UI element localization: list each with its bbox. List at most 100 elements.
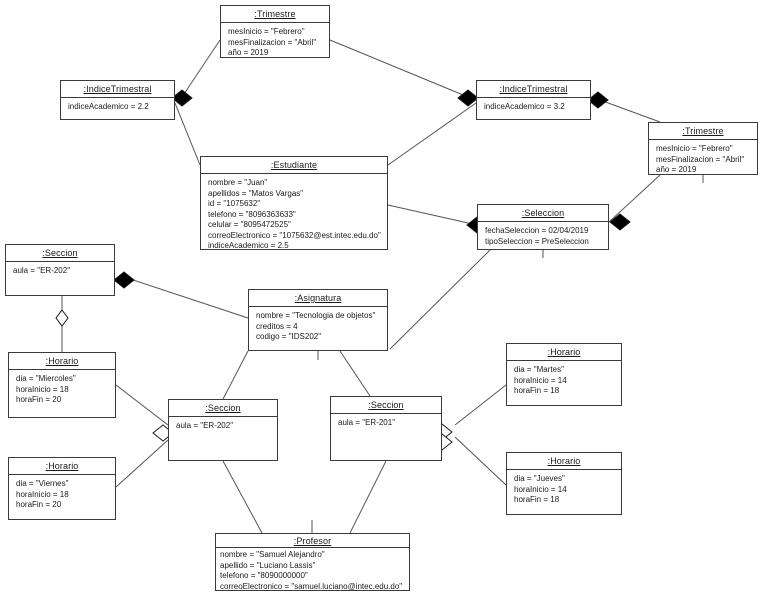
object-horario-jueves[interactable]: :Horario dia = "Jueves" horaInicio = 14 … [506, 452, 622, 515]
object-seccion-left-top[interactable]: :Seccion aula = "ER-202" [5, 244, 115, 296]
object-horario-martes[interactable]: :Horario dia = "Martes" horaInicio = 14 … [506, 343, 622, 406]
attribute: codigo = "IDS202" [256, 332, 322, 341]
object-attributes: aula = "ER-201" [331, 414, 441, 433]
attribute: mesFinalizacion = "Abril" [228, 37, 317, 47]
object-attributes: dia = "Miercoles" horaInicio = 18 horaFi… [9, 370, 115, 410]
attribute: aula = "ER-201" [338, 418, 396, 427]
link-seccion-br-to-horario-martes [454, 384, 507, 426]
object-title: :Seccion [169, 400, 277, 417]
diamond-indice-right-out [587, 91, 609, 109]
object-attributes: nombre = "Juan" apellidos = "Matos Varga… [201, 174, 387, 256]
attribute: telefono = "8090000000" [220, 571, 308, 580]
attribute: dia = "Martes" [514, 365, 564, 374]
object-attributes: indiceAcademico = 2.2 [61, 98, 174, 117]
attribute: nombre = "Samuel Alejandro" [220, 550, 325, 559]
object-title: :Seccion [6, 245, 114, 262]
object-indice-trimestral-left[interactable]: :IndiceTrimestral indiceAcademico = 2.2 [60, 80, 175, 120]
link-indice-left-to-estudiante [174, 102, 201, 166]
diamond-seccion-left-asignatura [113, 271, 135, 289]
attribute: aula = "ER-202" [13, 266, 71, 275]
object-asignatura[interactable]: :Asignatura nombre = "Tecnologia de obje… [248, 289, 388, 351]
attribute: horaInicio = 14 [514, 484, 567, 494]
object-title: :IndiceTrimestral [61, 81, 174, 98]
object-attributes: dia = "Martes" horaInicio = 14 horaFin =… [507, 361, 621, 401]
attribute: indiceAcademico = 2.2 [68, 102, 149, 111]
object-title: :IndiceTrimestral [477, 81, 590, 98]
object-title: :Trimestre [221, 6, 329, 23]
object-attributes: nombre = "Samuel Alejandro" apellido = "… [216, 548, 409, 594]
object-title: :Horario [507, 453, 621, 470]
attribute: id = "1075632" [208, 199, 261, 208]
object-attributes: indiceAcademico = 3.2 [477, 98, 590, 117]
link-horario-viernes-to-seccion-bl [115, 439, 169, 488]
object-attributes: nombre = "Tecnologia de objetos" credito… [249, 307, 387, 347]
attribute: tipoSeleccion = PreSeleccion [485, 236, 589, 246]
attribute: nombre = "Tecnologia de objetos" [256, 311, 376, 320]
object-seccion-bottom-left[interactable]: :Seccion aula = "ER-202" [168, 399, 278, 461]
attribute: horaFin = 18 [514, 386, 560, 395]
link-indice-right-to-estudiante [387, 102, 477, 166]
diamond-seleccion-right [609, 213, 631, 231]
attribute: indiceAcademico = 3.2 [484, 102, 565, 111]
attribute: mesFinalizacion = "Abril" [656, 154, 745, 164]
attribute: indiceAcademico = 2.5 [208, 241, 289, 250]
object-attributes: dia = "Jueves" horaInicio = 14 horaFin =… [507, 470, 621, 510]
object-attributes: mesInicio = "Febrero" mesFinalizacion = … [649, 140, 757, 180]
attribute: creditos = 4 [256, 321, 298, 331]
diamond-seccion-left-horario [55, 309, 69, 327]
attribute: correoElectronico = "samuel.luciano@inte… [220, 581, 403, 591]
link-trimestre-top-to-indice-left [181, 39, 221, 98]
attribute: aula = "ER-202" [176, 421, 234, 430]
object-trimestre-right[interactable]: :Trimestre mesInicio = "Febrero" mesFina… [648, 122, 758, 175]
attribute: celular = "8095472525" [208, 220, 291, 229]
attribute: fechaSeleccion = 02/04/2019 [485, 226, 589, 235]
object-attributes: fechaSeleccion = 02/04/2019 tipoSeleccio… [478, 222, 608, 251]
attribute: dia = "Viernes" [16, 479, 69, 488]
link-trimestre-top-to-indice-right [329, 39, 469, 98]
object-title: :Seleccion [478, 205, 608, 222]
link-horario-miercoles-to-seccion-bl [115, 384, 169, 426]
object-title: :Profesor [216, 534, 409, 548]
attribute: horaInicio = 14 [514, 375, 567, 385]
link-seleccion-to-asignatura [389, 249, 491, 350]
attribute: nombre = "Juan" [208, 178, 268, 187]
attribute: telefono = "8096363633" [208, 209, 296, 219]
link-seleccion-to-trimestre-right [608, 174, 661, 223]
attribute: correoElectronico = "1075632@est.intec.e… [208, 230, 381, 240]
object-indice-trimestral-right[interactable]: :IndiceTrimestral indiceAcademico = 3.2 [476, 80, 591, 120]
attribute: horaFin = 20 [16, 500, 62, 509]
object-attributes: mesInicio = "Febrero" mesFinalizacion = … [221, 23, 329, 63]
object-title: :Estudiante [201, 157, 387, 174]
object-title: :Horario [507, 344, 621, 361]
attribute: dia = "Jueves" [514, 474, 565, 483]
object-estudiante[interactable]: :Estudiante nombre = "Juan" apellidos = … [200, 156, 388, 250]
object-horario-miercoles[interactable]: :Horario dia = "Miercoles" horaInicio = … [8, 352, 116, 418]
attribute: dia = "Miercoles" [16, 374, 76, 383]
object-attributes: aula = "ER-202" [6, 262, 114, 281]
attribute: horaFin = 18 [514, 495, 560, 504]
object-title: :Trimestre [649, 123, 757, 140]
object-title: :Asignatura [249, 290, 387, 307]
attribute: horaInicio = 18 [16, 489, 69, 499]
attribute: mesInicio = "Febrero" [228, 27, 305, 36]
object-seccion-bottom-right[interactable]: :Seccion aula = "ER-201" [330, 396, 442, 461]
link-seccion-br-to-profesor [349, 460, 387, 534]
link-asignatura-to-seccion-bl [222, 350, 249, 400]
object-horario-viernes[interactable]: :Horario dia = "Viernes" horaInicio = 18… [8, 457, 116, 520]
link-seccion-br-to-horario-jueves [454, 436, 507, 486]
object-profesor[interactable]: :Profesor nombre = "Samuel Alejandro" ap… [215, 533, 410, 591]
link-estudiante-to-seleccion [387, 204, 478, 226]
attribute: año = 2019 [228, 48, 269, 57]
diamond-indice-right-in [457, 89, 479, 107]
attribute: año = 2019 [656, 165, 697, 174]
object-title: :Horario [9, 458, 115, 475]
attribute: mesInicio = "Febrero" [656, 144, 733, 153]
object-seleccion[interactable]: :Seleccion fechaSeleccion = 02/04/2019 t… [477, 204, 609, 250]
object-title: :Horario [9, 353, 115, 370]
object-attributes: aula = "ER-202" [169, 417, 277, 436]
object-trimestre-top[interactable]: :Trimestre mesInicio = "Febrero" mesFina… [220, 5, 330, 58]
link-indice-right-to-trimestre-right [599, 99, 661, 123]
attribute: horaFin = 20 [16, 395, 62, 404]
object-title: :Seccion [331, 397, 441, 414]
